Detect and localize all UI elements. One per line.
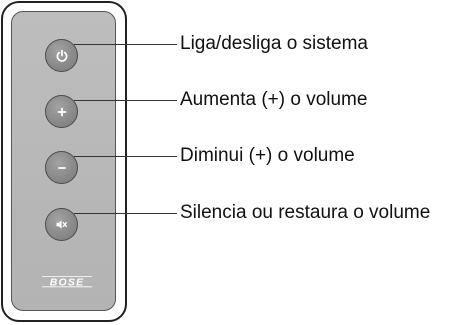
volume-up-label: Aumenta (+) o volume bbox=[180, 89, 368, 110]
volume-down-label: Diminui (+) o volume bbox=[180, 145, 355, 166]
minus-leader-line bbox=[74, 156, 177, 157]
minus-icon bbox=[57, 166, 66, 169]
volume-down-button[interactable] bbox=[45, 151, 78, 184]
mute-button[interactable] bbox=[45, 208, 78, 241]
power-label: Liga/desliga o sistema bbox=[180, 33, 368, 54]
mute-leader-line bbox=[74, 213, 177, 214]
remote-control: BOSE bbox=[1, 1, 127, 322]
bose-logo: BOSE bbox=[42, 276, 92, 289]
mute-label: Silencia ou restaura o volume bbox=[180, 202, 431, 223]
power-leader-line bbox=[74, 44, 177, 45]
plus-icon bbox=[57, 107, 66, 116]
volume-up-button[interactable] bbox=[45, 95, 78, 128]
svg-text:BOSE: BOSE bbox=[50, 277, 85, 289]
mute-icon bbox=[56, 220, 67, 229]
plus-leader-line bbox=[74, 100, 177, 101]
power-button[interactable] bbox=[45, 39, 78, 72]
remote-face: BOSE bbox=[11, 11, 116, 311]
power-icon bbox=[56, 49, 67, 62]
